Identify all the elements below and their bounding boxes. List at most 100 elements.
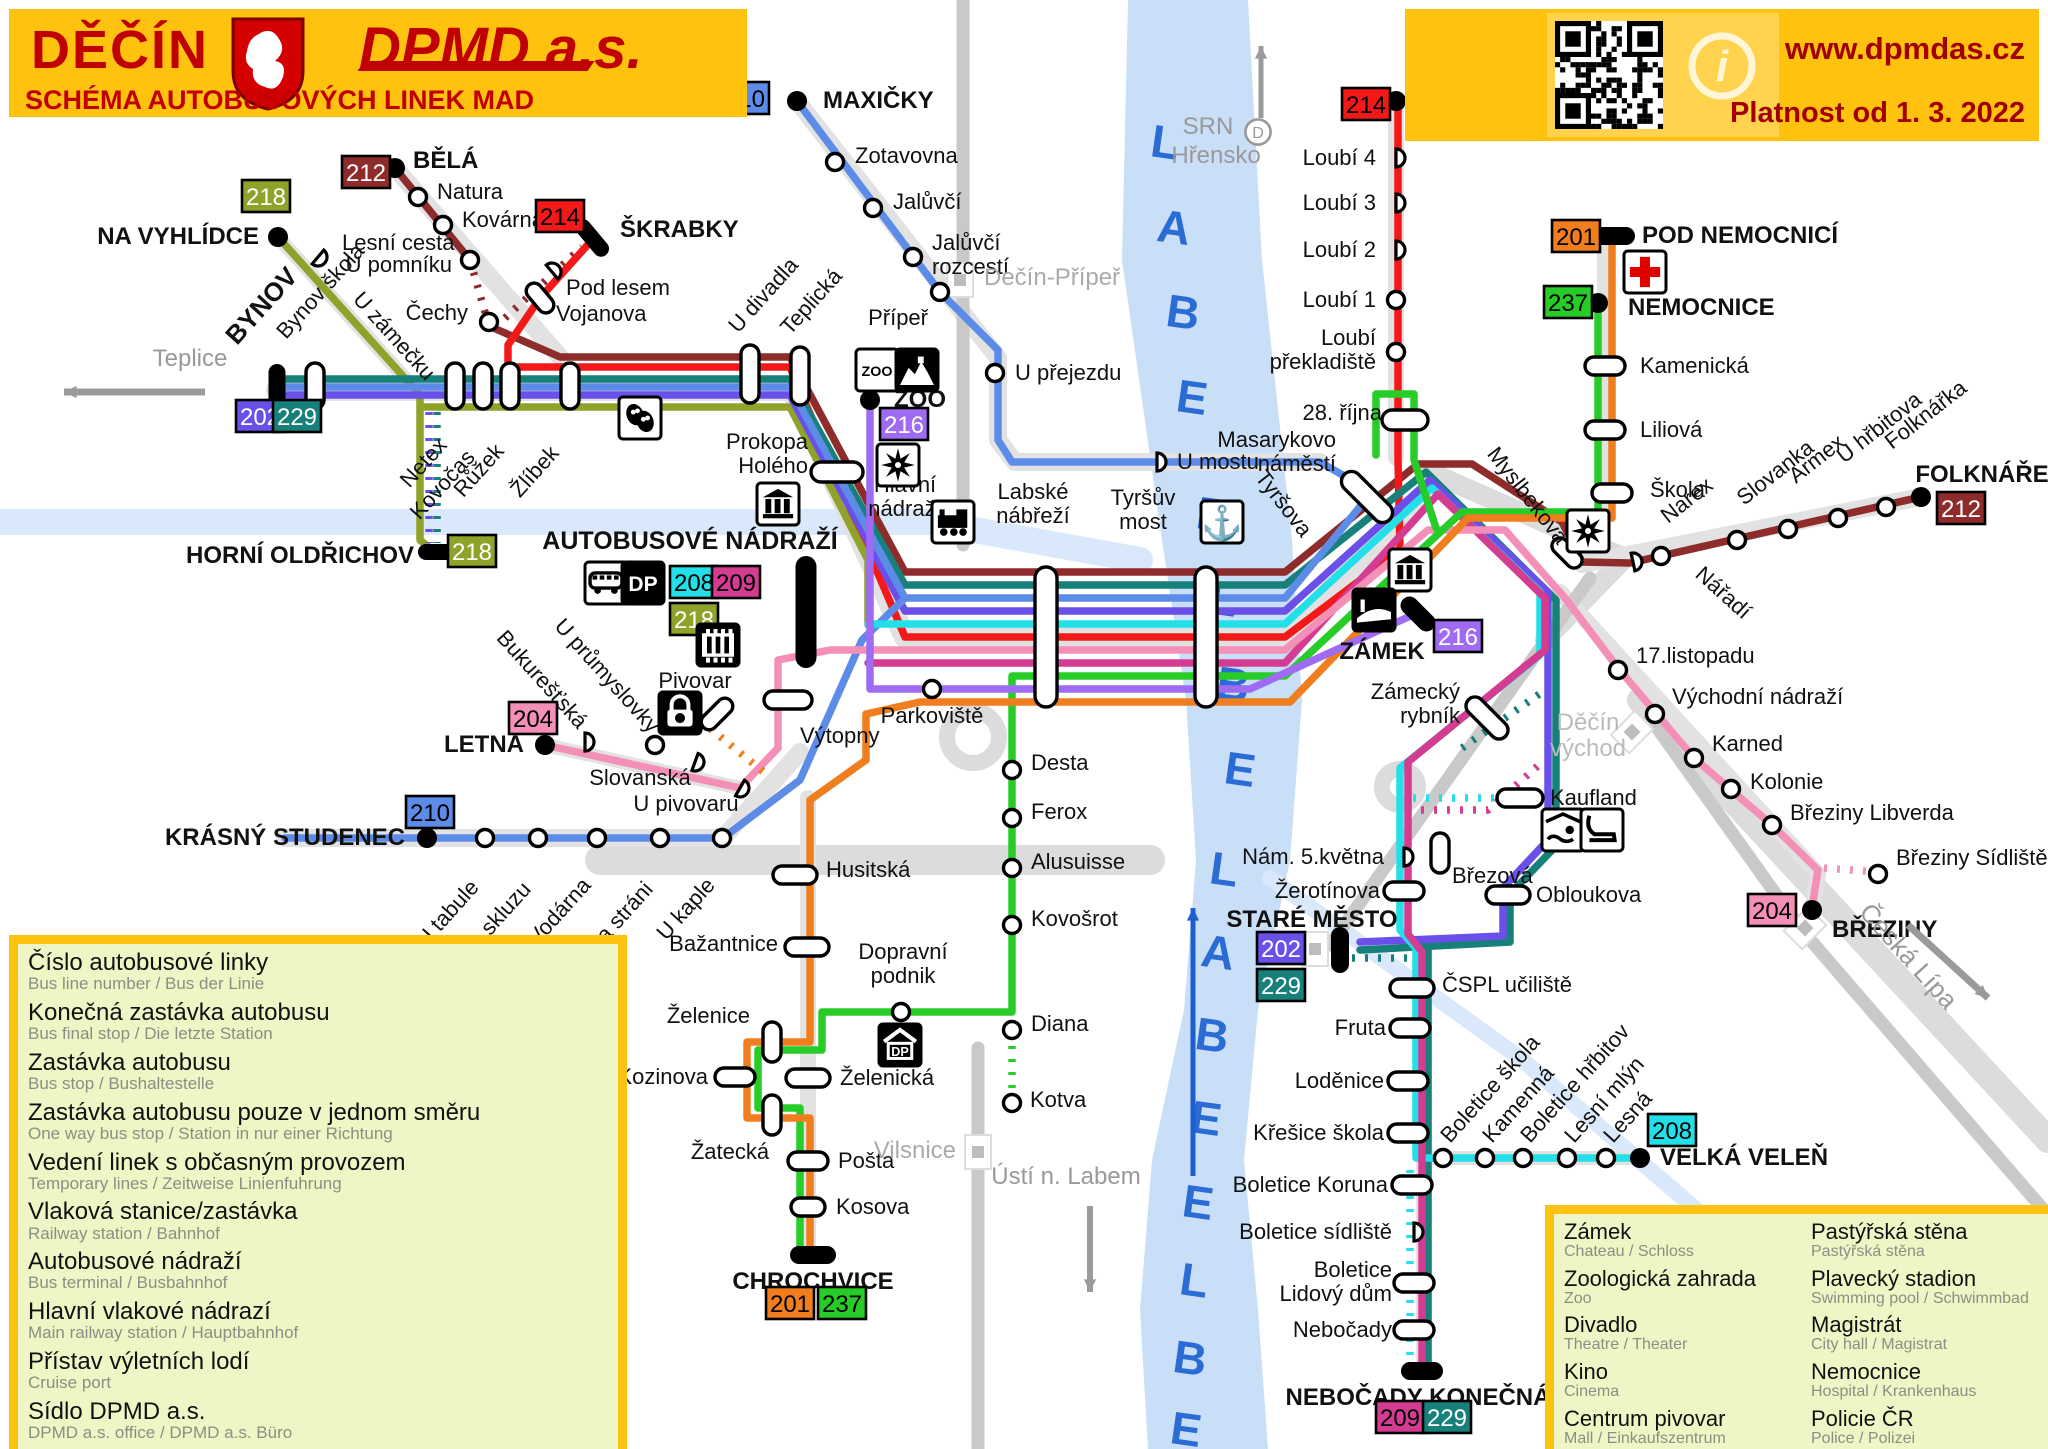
stop-slovansk-: Slovanská [589,751,706,790]
legend-item: Sídlo DPMD a.s.DPMD a.s. office / DPMD a… [28,1399,610,1443]
stop-label: Loubí 2 [1303,237,1376,262]
info-panel: i www.dpmdas.cz Platnost od 1. 3. 2022 [1405,9,2039,141]
stop-label: Pivovar [658,668,731,693]
stop-label: Vojanova [556,301,647,326]
stop-label: Bažantnice [669,931,778,956]
stop-lesn- [1595,1147,1617,1169]
stop-kovo-rot: Kovošrot [1001,906,1118,936]
stop--echy: Čechy [406,300,500,333]
railway-station [964,1134,992,1170]
stop-label: Liliová [1640,417,1703,442]
stop-armex [1777,518,1799,540]
stop-nebo-ady-kone-n-: NEBOČADY KONEČNÁ [1286,1362,1550,1411]
line-badge-209: 209 [1374,1399,1426,1435]
stop-nebo-ady: Nebočady [1293,1317,1436,1342]
city-crest [231,17,305,111]
stop-na-str-ni [649,827,671,849]
legend-item-subtitle: Bus stop / Bushaltestelle [28,1073,215,1093]
stop-narex [1650,545,1672,567]
stop-17-listopadu: 17.listopadu [1607,643,1755,681]
legend-item-subtitle: Swimming pool / Schwimmbad [1811,1289,2029,1307]
stop-label: Škola [1650,477,1706,502]
stop-b-ezov-: Březová [1429,831,1533,888]
magistrat-icon [1387,547,1433,593]
skate-icon [1579,807,1625,853]
stop-label: Pod lesem [566,275,670,300]
stop-b-eziny-s-dli-t-: Březiny Sídliště [1867,845,2048,885]
stop-na-skluzu [527,827,549,849]
svg-text:204: 204 [1752,898,1792,925]
svg-text:⚓: ⚓ [1201,504,1243,543]
stop-label: Kovošrot [1031,906,1118,931]
road-roundabout [939,703,1007,771]
stop-label: U přejezdu [1015,360,1121,385]
direction-arrow [1905,922,1991,1001]
svg-text:218: 218 [452,539,492,566]
stop-b-eziny: BŘEZINY [1802,900,1937,943]
stop-alusuisse: Alusuisse [1001,849,1125,879]
legend-item-title: Magistrát [1811,1312,1902,1338]
river-labe [1122,0,1302,1449]
river-label: B [1170,1330,1210,1386]
bus-line-202 [273,391,1552,946]
stop-label: Loubí 1 [1303,287,1376,312]
stop-jal-v-: Jalůvčí [862,189,961,219]
stop-velk-vele-: VELKÁ VELEŇ [1630,1143,1828,1171]
redcross-icon [1622,249,1668,295]
legend-item-subtitle: Hospital / Krankenhaus [1811,1383,1977,1401]
legend-item-title: Policie ČR [1811,1405,1914,1431]
legend-item-title: Zastávka autobusu pouze v jednom směru [28,1098,481,1126]
stop-label: 17.listopadu [1636,643,1755,668]
bus-line-204 [541,526,1822,912]
stop-label: Teplice [153,345,228,372]
stop-teplick- [789,345,811,407]
line-badge-216: 216 [1432,618,1484,654]
stop-label: SRN [1183,113,1234,140]
legend-item-title: Vedení linek s občasným provozem [28,1148,406,1176]
legend-item-title: Zámek [1564,1219,1632,1244]
river-label: E [1167,1401,1205,1449]
stop-label: Ferox [1031,799,1087,824]
legend-item-subtitle: Temporary lines / Zeitweise Linienfuhrun… [28,1173,342,1193]
svg-text:ZOO: ZOO [862,364,893,380]
legend-item-title: Přístav výletních lodí [28,1348,250,1375]
bus-line-229 [1459,684,1551,752]
line-badge-209: 209 [710,564,762,600]
stop-u-pivovaru: U pivovaru [633,778,751,816]
stop-label: Pošta [838,1148,895,1173]
stop-label: Březiny Sídliště [1896,845,2048,870]
stop-label: Slovanská [589,765,691,790]
svg-text:229: 229 [1261,973,1301,1000]
stop-husitsk-: Husitská [771,857,911,886]
stop-kozinova: Kozinova [617,1064,757,1089]
stop--erot-nova: Žerotínova [1275,878,1426,903]
stop-loub-3: Loubí 3 [1303,190,1407,215]
stop-label: Husitská [826,857,911,882]
bus-line-201 [743,233,1616,1256]
stop-label: Desta [1031,750,1089,775]
stop-label: FOLKNÁŘE [1915,460,2048,488]
direction-arrow-head [1186,908,1200,921]
river-label: A [1154,199,1194,255]
stop-label: KRÁSNÝ STUDENEC [165,823,405,851]
stop-boletice-s-dli-t-: Boletice sídliště [1239,1219,1425,1244]
stop-u-pr-myslovky [644,734,666,756]
svg-text:214: 214 [1346,92,1386,119]
line-badge-214: 214 [534,198,586,234]
legend-item-subtitle: Zoo [1564,1289,1592,1307]
legend-item-title: Autobusové nádraží [28,1248,242,1276]
svg-text:237: 237 [1548,290,1588,317]
line-badge-202: 202 [1255,930,1307,966]
stop-label: Východní nádraží [1672,684,1843,709]
legend-item-title: Pastýřská stěna [1811,1219,1968,1244]
stop-boletice-kola [1432,1147,1454,1169]
zoo-icon: ZOO [854,347,900,393]
